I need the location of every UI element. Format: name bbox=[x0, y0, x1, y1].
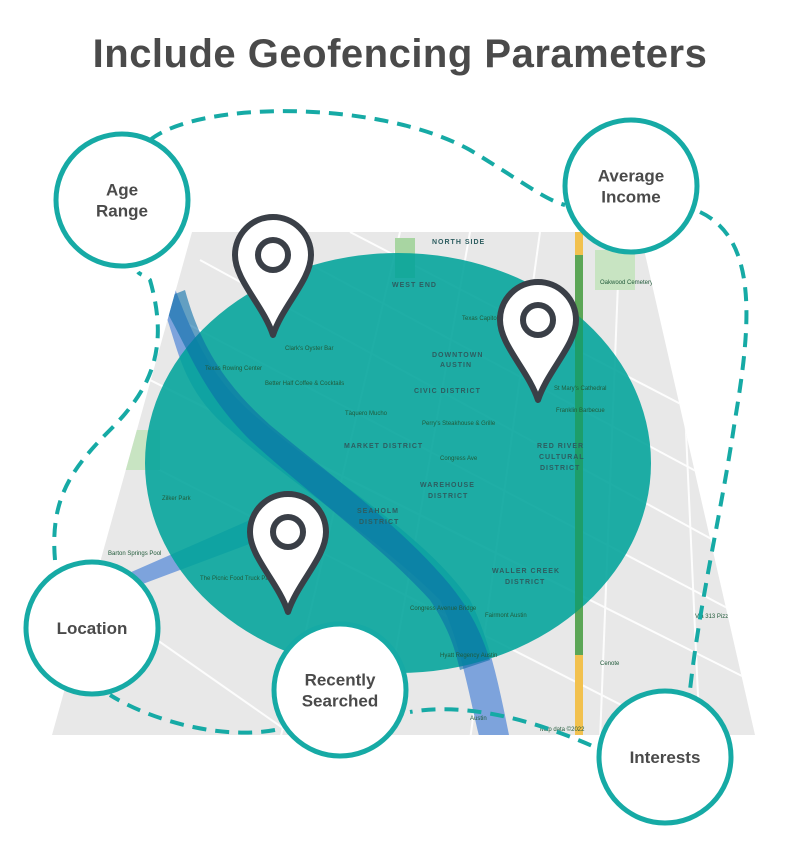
place-label: Barton Springs Pool bbox=[108, 551, 161, 557]
location-pin-icon[interactable] bbox=[497, 279, 579, 403]
place-label: Texas Rowing Center bbox=[205, 366, 262, 372]
bubble-label: Interests bbox=[630, 748, 701, 767]
place-label: Congress Avenue Bridge bbox=[410, 606, 477, 612]
place-label: Franklin Barbecue bbox=[556, 408, 605, 414]
district-label: DISTRICT bbox=[428, 493, 468, 500]
district-label: DISTRICT bbox=[505, 579, 545, 586]
district-label: CIVIC DISTRICT bbox=[414, 388, 481, 395]
district-label: CULTURAL bbox=[539, 454, 585, 461]
place-label: Hyatt Regency Austin bbox=[440, 653, 497, 659]
place-label: Via 313 Pizza bbox=[695, 614, 732, 620]
place-label: Austin bbox=[470, 716, 487, 722]
place-label: Texas Capitol bbox=[462, 316, 498, 322]
place-label: Oakwood Cemetery bbox=[600, 280, 653, 286]
district-label: AUSTIN bbox=[440, 362, 472, 369]
bubble-label: Age bbox=[106, 181, 138, 200]
place-label: Clark's Oyster Bar bbox=[285, 346, 334, 352]
place-label: Cenote bbox=[600, 661, 620, 667]
page-title: Include Geofencing Parameters bbox=[92, 32, 708, 76]
district-label: MARKET DISTRICT bbox=[344, 443, 423, 450]
district-label: WAREHOUSE bbox=[420, 482, 475, 489]
place-label: The Picnic Food Truck Park bbox=[200, 576, 275, 582]
district-label: SEAHOLM bbox=[357, 508, 399, 515]
bubble-label: Searched bbox=[302, 692, 379, 711]
district-label: EAST AUSTIN bbox=[688, 387, 745, 394]
place-label: Better Half Coffee & Cocktails bbox=[265, 381, 344, 387]
district-label: CENTRAL bbox=[690, 375, 730, 382]
district-label: RED RIVER bbox=[537, 443, 584, 450]
place-label: Fairmont Austin bbox=[485, 613, 527, 619]
bubble-label: Average bbox=[598, 167, 664, 186]
bubble-label: Range bbox=[96, 202, 148, 221]
map-attribution: Map data ©2022 bbox=[540, 726, 585, 733]
district-label: WALLER CREEK bbox=[492, 568, 560, 575]
bubble-label: Location bbox=[57, 619, 128, 638]
location-pin-icon[interactable] bbox=[247, 491, 329, 615]
place-label: Zilker Park bbox=[162, 496, 192, 502]
district-label: WEST END bbox=[392, 282, 437, 289]
bubble-label: Income bbox=[601, 188, 661, 207]
dashed-connector bbox=[52, 109, 749, 757]
district-label: DISTRICT bbox=[359, 519, 399, 526]
location-pin-icon[interactable] bbox=[232, 214, 314, 338]
location-bubble[interactable]: Location bbox=[23, 559, 161, 697]
interests-bubble[interactable]: Interests bbox=[596, 688, 734, 826]
district-label: DOWNTOWN bbox=[432, 352, 483, 359]
place-label: St Mary's Cathedral bbox=[554, 386, 607, 392]
district-label: DISTRICT bbox=[540, 465, 580, 472]
place-label: Perry's Steakhouse & Grille bbox=[422, 421, 496, 427]
district-label: NORTH SIDE bbox=[432, 239, 485, 246]
bubble-label: Recently bbox=[305, 671, 376, 690]
place-label: Tàquero Mucho bbox=[345, 411, 388, 417]
place-label: Congress Ave bbox=[440, 456, 478, 462]
